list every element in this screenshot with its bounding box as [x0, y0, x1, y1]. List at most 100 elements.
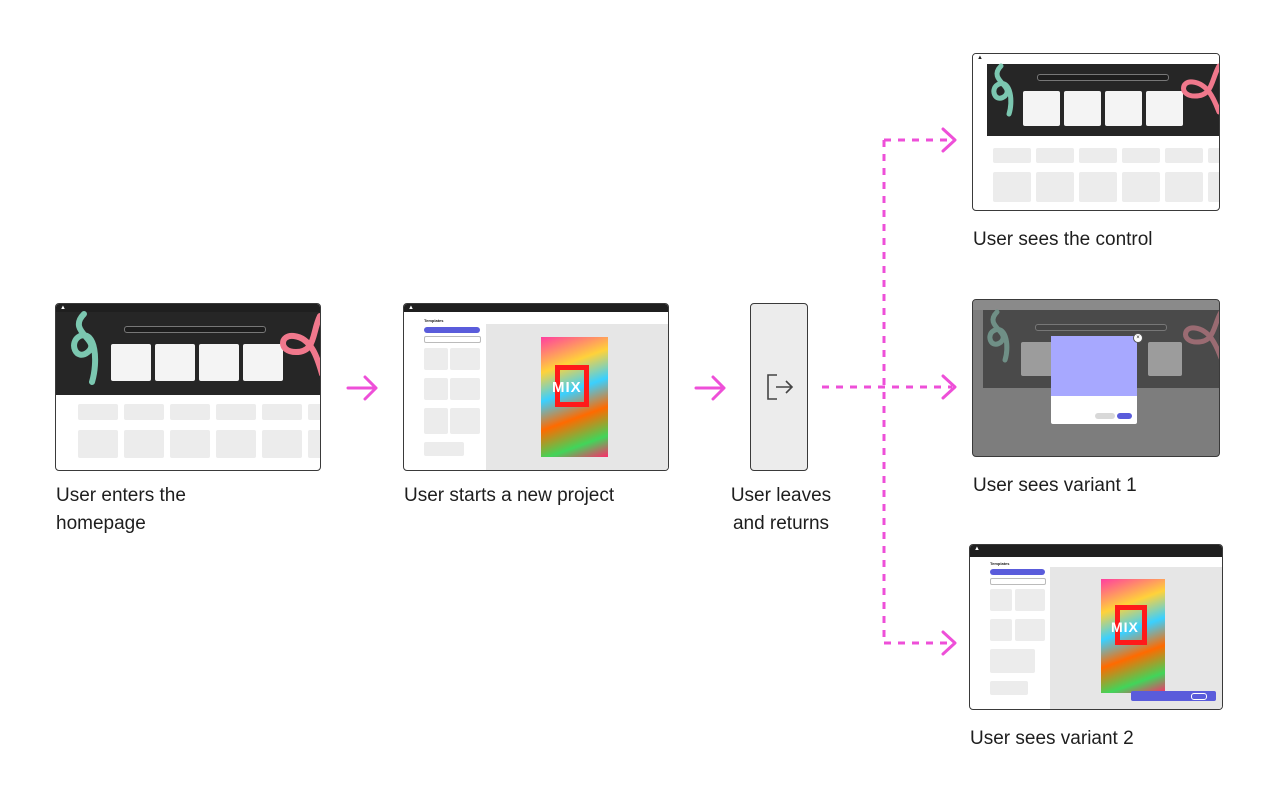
content-block: [124, 404, 164, 420]
exit-icon: [767, 374, 794, 400]
logo-icon: ▲: [974, 546, 980, 552]
content-block: [1036, 148, 1074, 163]
sidebar-title: Templates: [424, 318, 444, 323]
content-block: [1165, 148, 1203, 163]
poster-text: MIX: [1111, 619, 1139, 635]
content-block: [993, 148, 1031, 163]
template-tile: [1146, 91, 1183, 126]
sidebar-title: Templates: [990, 561, 1010, 566]
hero-banner: [987, 63, 1219, 136]
logo-icon: ▲: [60, 305, 66, 311]
content-block: [216, 404, 256, 420]
ribbon-decoration-icon: [991, 63, 1014, 117]
template-thumb: [450, 408, 480, 434]
search-bar: [124, 326, 266, 333]
content-block: [1079, 148, 1117, 163]
step-label-leave-return: User leaves and returns: [730, 485, 832, 534]
topbar: ▲: [404, 304, 668, 312]
outcome-label-variant-1: User sees variant 1: [973, 475, 1137, 496]
search-bar: [1035, 324, 1167, 331]
template-thumb: [1015, 589, 1045, 611]
content-block: [308, 430, 320, 458]
template-tile: [1023, 91, 1060, 126]
variant-1-screen: ×: [972, 299, 1220, 457]
content-block: [1208, 148, 1219, 163]
template-thumb: [990, 589, 1012, 611]
toast-notification: [1131, 691, 1216, 701]
content-block: [1079, 172, 1117, 202]
ribbon-decoration-icon: [987, 309, 1010, 363]
modal-secondary-button: [1095, 413, 1115, 419]
content-block: [1208, 172, 1219, 202]
poster: MIX: [541, 337, 608, 457]
content-block: [78, 430, 118, 458]
content-block: [262, 404, 302, 420]
template-thumb: [424, 408, 448, 434]
template-tile: [243, 344, 283, 381]
modal-hero: [1051, 336, 1137, 396]
control-screen: ▲: [972, 53, 1220, 211]
content-block: [170, 430, 210, 458]
editor-canvas: MIX: [486, 324, 668, 470]
ribbon-decoration-icon: [1181, 63, 1219, 115]
content-block: [308, 404, 320, 420]
topbar: ▲: [56, 304, 320, 312]
toast-button: [1191, 693, 1207, 700]
content-block: [124, 430, 164, 458]
poster-frame: [555, 365, 589, 407]
topbar: [973, 300, 1219, 310]
modal-dialog: [1051, 336, 1137, 424]
arrow-icon: [694, 375, 726, 401]
content-block: [170, 404, 210, 420]
template-thumb: [424, 348, 448, 370]
logo-icon: ▲: [408, 305, 414, 311]
template-tile: [199, 344, 239, 381]
content-block: [78, 404, 118, 420]
template-thumb: [424, 442, 464, 456]
template-thumb: [990, 619, 1012, 641]
template-tile: [155, 344, 195, 381]
content-block: [1122, 148, 1160, 163]
template-thumb: [450, 348, 480, 370]
homepage-screen: ▲: [55, 303, 321, 471]
template-thumb: [990, 649, 1035, 673]
topbar: ▲: [973, 54, 1219, 64]
sidebar-search: [990, 578, 1046, 585]
content-block: [993, 172, 1031, 202]
template-tile: [1148, 342, 1182, 376]
template-thumb: [450, 378, 480, 400]
arrow-icon: [346, 375, 378, 401]
template-thumb: [990, 681, 1028, 695]
template-tile: [1021, 342, 1055, 376]
ribbon-decoration-icon: [280, 313, 320, 377]
step-label-homepage: User enters the homepage: [56, 485, 186, 534]
leave-return-card: [750, 303, 808, 471]
modal-primary-button: [1117, 413, 1132, 419]
topbar: ▲: [970, 545, 1222, 557]
poster: MIX: [1101, 579, 1165, 693]
editor-screen: ▲ Templates MIX: [403, 303, 669, 471]
template-thumb: [424, 378, 448, 400]
ribbon-decoration-icon: [1183, 310, 1219, 360]
hero-banner: [56, 311, 320, 395]
logo-icon: ▲: [977, 55, 983, 61]
primary-button: [424, 327, 480, 333]
variant-2-screen: ▲ Templates MIX: [969, 544, 1223, 710]
sidebar-panel: Templates: [986, 559, 1048, 709]
content-block: [262, 430, 302, 458]
editor-canvas: MIX: [1050, 567, 1222, 709]
step-label-new-project: User starts a new project: [404, 485, 615, 506]
ribbon-decoration-icon: [71, 311, 99, 385]
outcome-label-variant-2: User sees variant 2: [970, 728, 1134, 749]
poster-frame: [1115, 605, 1147, 645]
template-thumb: [1015, 619, 1045, 641]
poster-text: MIX: [552, 379, 582, 396]
close-icon: ×: [1133, 333, 1143, 343]
content-block: [1165, 172, 1203, 202]
template-tile: [1064, 91, 1101, 126]
content-block: [1122, 172, 1160, 202]
sidebar-search: [424, 336, 481, 343]
content-block: [1036, 172, 1074, 202]
content-block: [216, 430, 256, 458]
